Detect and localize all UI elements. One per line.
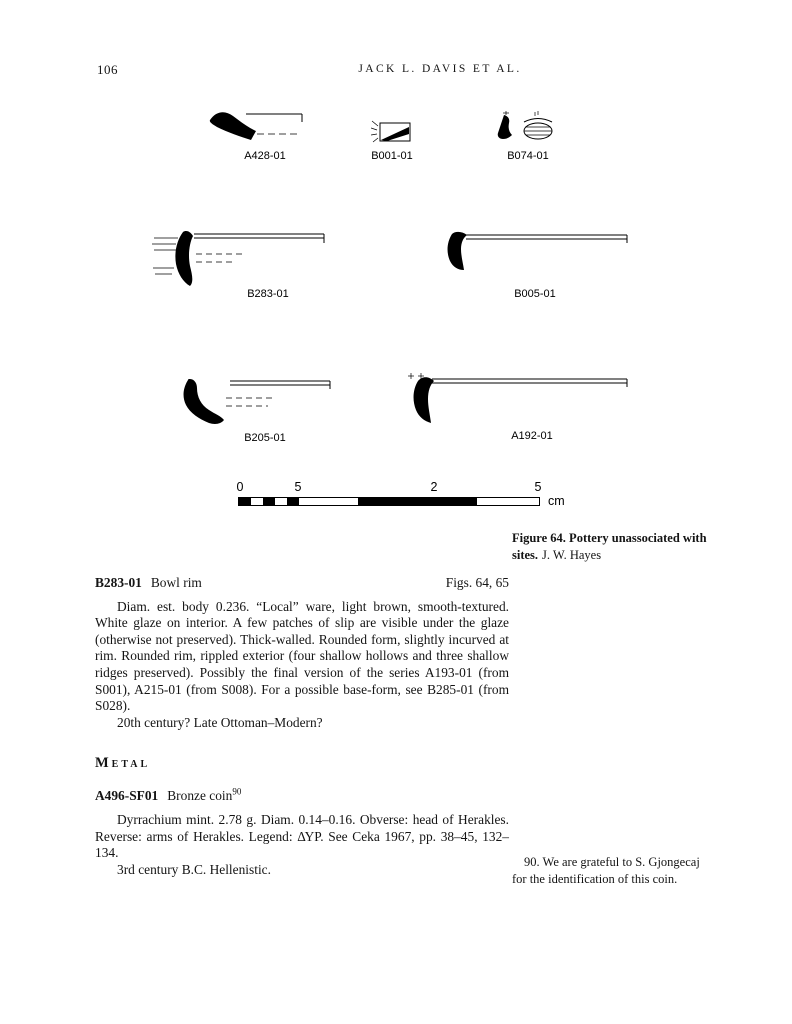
footnote-reference: 90 [232, 786, 242, 797]
scale-segment [286, 498, 299, 505]
sherd-label: B001-01 [371, 150, 413, 162]
page-number: 106 [97, 62, 118, 77]
entry-title: Bronze coin [167, 788, 233, 804]
sherd-drawing-a428-01 [203, 108, 305, 150]
pottery-profile-icon [152, 231, 325, 286]
scale-tick-label: 5 [294, 480, 302, 494]
sherd-label: B283-01 [247, 288, 289, 300]
sherd-drawing-a192-01 [398, 372, 630, 430]
pottery-profile-icon [408, 373, 628, 423]
entry-description: Dyrrachium mint. 2.78 g. Diam. 0.14–0.16… [95, 812, 509, 861]
scale-tick-label: 2 [430, 480, 438, 494]
sherd-label: A192-01 [511, 430, 553, 442]
scale-segment [274, 498, 287, 505]
catalogue-text-column: B283-01 Bowl rim Figs. 64, 65 Diam. est. … [95, 575, 509, 879]
scale-segment [477, 498, 540, 505]
entry-title: Bowl rim [150, 575, 202, 590]
pottery-profile-icon [183, 379, 331, 424]
footnote-90: 90. We are grateful to S. Gjongecaj for … [512, 855, 700, 886]
scale-bar: 0 5 2 5 cm [236, 480, 568, 512]
pottery-profile-icon [497, 111, 553, 140]
sherd-label: B205-01 [244, 432, 286, 444]
scale-segment [358, 498, 478, 505]
entry-dating: 3rd century B.C. Hellenistic. [117, 861, 271, 877]
pottery-profile-icon [209, 112, 303, 140]
scale-tick-label: 0 [236, 480, 244, 494]
sherd-label: B074-01 [507, 150, 549, 162]
scale-segment [262, 498, 275, 505]
sherd-drawing-b283-01 [152, 228, 327, 290]
figure-caption: Figure 64. Pottery unassociated with sit… [512, 530, 708, 564]
entry-description: Diam. est. body 0.236. “Local” ware, lig… [95, 598, 509, 714]
scale-segment [298, 498, 359, 505]
sherd-drawing-b005-01 [440, 230, 630, 285]
pottery-profile-icon [371, 120, 411, 143]
figure-caption-credit: J. W. Hayes [542, 547, 602, 562]
running-head: JACK L. DAVIS ET AL. [358, 63, 522, 75]
entry-id: B283-01 [95, 575, 142, 590]
scale-segment [250, 498, 263, 505]
figure-caption-title: Figure 64. Pottery unassociated with sit… [512, 531, 707, 562]
sherd-label: B005-01 [514, 288, 556, 300]
sherd-drawing-b001-01 [371, 118, 413, 146]
section-heading-metal: Metal [95, 755, 151, 772]
scale-bar-segments [238, 497, 540, 506]
entry-heading-b283-01: B283-01 Bowl rim Figs. 64, 65 [95, 575, 509, 592]
entry-id: A496-SF01 [95, 788, 159, 804]
sherd-drawing-b205-01 [172, 376, 334, 432]
scale-tick-label: 5 [534, 480, 542, 494]
sherd-drawing-b074-01 [493, 110, 557, 144]
entry-figure-refs: Figs. 64, 65 [445, 575, 509, 590]
entry-dating: 20th century? Late Ottoman–Modern? [117, 714, 323, 730]
scale-segment [239, 498, 251, 505]
sherd-label: A428-01 [244, 150, 286, 162]
pottery-profile-icon [447, 231, 628, 270]
entry-heading-left: B283-01 Bowl rim [95, 575, 202, 592]
entry-heading-a496-sf01: A496-SF01 Bronze coin90 [95, 786, 509, 805]
scale-unit-label: cm [548, 494, 565, 508]
